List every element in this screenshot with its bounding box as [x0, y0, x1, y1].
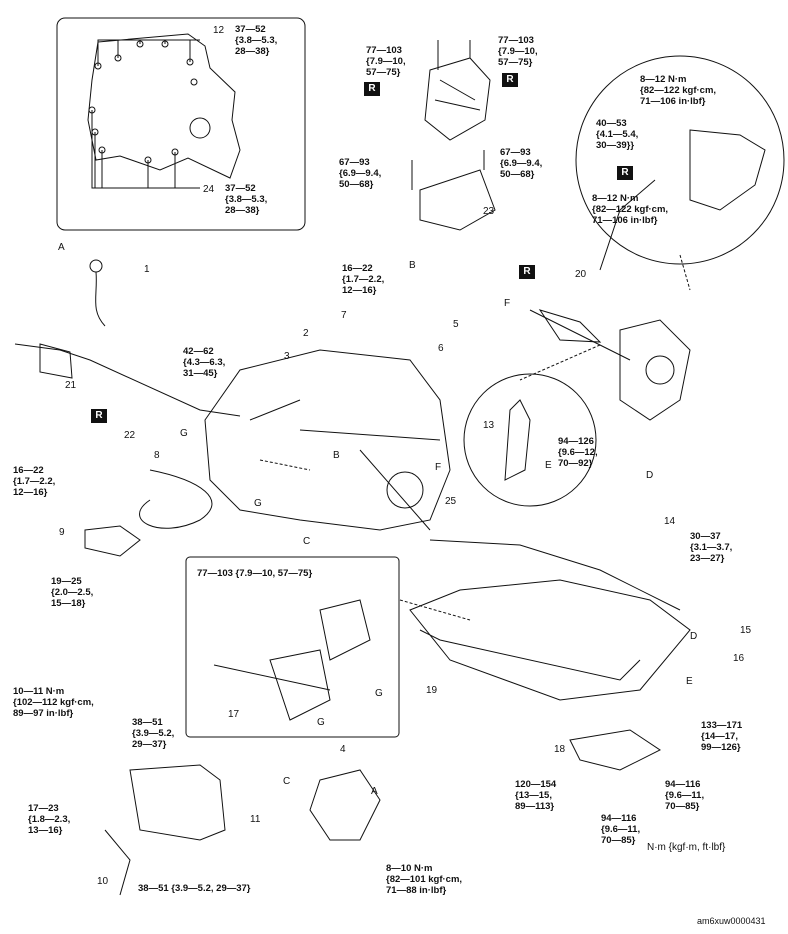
callout-18: 18 — [554, 744, 566, 755]
figure-code: am6xuw0000431 — [697, 916, 766, 926]
torque-12: 37—52 {3.8—5.3, 28—38} — [235, 24, 278, 57]
torque-knuckle-top: 8—12 N·m {82—122 kgf·cm, 71—106 in·lbf} — [640, 74, 717, 107]
callout-20: 20 — [575, 269, 587, 280]
torque-starter-left: 17—23 {1.8—2.3, 13—16} — [28, 803, 71, 836]
torque-bracket-4: 8—10 N·m {82—101 kgf·cm, 71—88 in·lbf} — [386, 863, 463, 896]
ref-g-inset1: G — [375, 688, 383, 699]
callout-12: 12 — [213, 25, 225, 36]
torque-cable: 16—22 {1.7—2.2, 12—16} — [342, 263, 385, 296]
ref-f-mid: F — [435, 462, 442, 473]
replace-mark-mount-right: R — [502, 73, 518, 87]
callout-16: 16 — [733, 653, 745, 664]
torque-starter-clip: 10—11 N·m {102—112 kgf·cm, 89—97 in·lbf} — [13, 686, 94, 719]
ref-d-member: D — [690, 631, 698, 642]
torque-member-c: 94—116 {9.6—11, 70—85} — [601, 813, 641, 846]
transaxle-body — [204, 349, 451, 531]
torque-member-b: 120—154 {13—15, 89—113} — [515, 779, 557, 812]
torque-member-d: 94—116 {9.6—11, 70—85} — [665, 779, 705, 812]
torque-bracket-8: 16—22 {1.7—2.2, 12—16} — [13, 465, 56, 498]
callout-7: 7 — [341, 310, 347, 321]
torque-fork: 94—126 {9.6—12, 70—92} — [558, 436, 598, 469]
member-bracket — [569, 729, 661, 771]
torque-member-a: 133—171 {14—17, 99—126} — [701, 720, 743, 753]
torque-inset: 77—103 {7.9—10, 57—75} — [197, 568, 313, 579]
starter-motor — [129, 764, 226, 841]
callout-10: 10 — [97, 876, 109, 887]
transaxle-bracket — [309, 769, 381, 841]
torque-rod: 30—37 {3.1—3.7, 23—27} — [690, 531, 733, 564]
callout-6: 6 — [438, 343, 444, 354]
callout-1: 1 — [144, 264, 150, 275]
replace-mark-shaft-left: R — [91, 409, 107, 423]
ref-a-bracket: A — [371, 786, 378, 797]
callout-3: 3 — [284, 351, 290, 362]
callout-25: 25 — [445, 496, 457, 507]
clutch-release-cylinder — [84, 525, 141, 557]
callout-22: 22 — [124, 430, 136, 441]
torque-mount-right: 77—103 {7.9—10, 57—75} — [498, 35, 538, 68]
ref-d-knuckle: D — [646, 470, 654, 481]
torque-mount-left: 77—103 {7.9—10, 57—75} — [366, 45, 406, 78]
replace-mark-knuckle: R — [617, 166, 633, 180]
callout-17: 17 — [228, 709, 240, 720]
engine-mount — [424, 57, 491, 141]
ref-b-top: B — [409, 260, 416, 271]
callout-21: 21 — [65, 380, 77, 391]
callout-5: 5 — [453, 319, 459, 330]
replace-mark-shaft-right: R — [519, 265, 535, 279]
torque-slave: 19—25 {2.0—2.5, 15—18} — [51, 576, 94, 609]
inset-bolt-holes — [88, 40, 198, 164]
callout-11: 11 — [250, 814, 261, 825]
torque-starter-bottom: 38—51 {3.9—5.2, 29—37} — [138, 883, 251, 894]
front-crossmember — [409, 579, 691, 701]
mount-inset — [185, 556, 400, 738]
ref-g-inset2: G — [317, 717, 325, 728]
callout-8: 8 — [154, 450, 160, 461]
callout-4: 4 — [340, 744, 346, 755]
callout-15: 15 — [740, 625, 752, 636]
ref-g-body: G — [254, 498, 262, 509]
torque-starter-top: 38—51 {3.9—5.2, 29—37} — [132, 717, 175, 750]
callout-13: 13 — [483, 420, 495, 431]
steering-knuckle — [619, 319, 691, 421]
knuckle-inset — [575, 55, 785, 265]
callout-14: 14 — [664, 516, 676, 527]
ref-g-left: G — [180, 428, 188, 439]
clutch-fork-inset — [463, 373, 597, 507]
replace-mark-mount-left: R — [364, 82, 380, 96]
torque-knuckle-bottom: 8—12 N·m {82—122 kgf·cm, 71—106 in·lbf} — [592, 193, 669, 226]
ref-f-right: F — [504, 298, 511, 309]
torque-bracket-left: 67—93 {6.9—9.4, 50—68} — [339, 157, 382, 190]
bolt-pattern-inset — [56, 17, 306, 231]
ref-a-top: A — [58, 242, 65, 253]
callout-19: 19 — [426, 685, 438, 696]
ref-b-mid: B — [333, 450, 340, 461]
torque-bearing: 42—62 {4.3—6.3, 31—45} — [183, 346, 226, 379]
steering-rack — [429, 539, 681, 611]
callout-2: 2 — [303, 328, 309, 339]
torque-knuckle-mid: 40—53 {4.1—5.4, 30—39}} — [596, 118, 639, 151]
callout-23: 23 — [483, 206, 495, 217]
ref-c-body: C — [303, 536, 311, 547]
torque-24: 37—52 {3.8—5.3, 28—38} — [225, 183, 268, 216]
units-legend: N·m {kgf·m, ft·lbf} — [647, 842, 726, 853]
ref-c-bracket: C — [283, 776, 291, 787]
transaxle-case-outline — [87, 33, 241, 179]
drive-shaft-left — [14, 343, 241, 417]
callout-9: 9 — [59, 527, 65, 538]
torque-bracket-right: 67—93 {6.9—9.4, 50—68} — [500, 147, 543, 180]
callout-24: 24 — [203, 184, 215, 195]
ref-e-fork: E — [545, 460, 552, 471]
ref-e-member: E — [686, 676, 693, 687]
mount-bracket — [419, 169, 496, 231]
